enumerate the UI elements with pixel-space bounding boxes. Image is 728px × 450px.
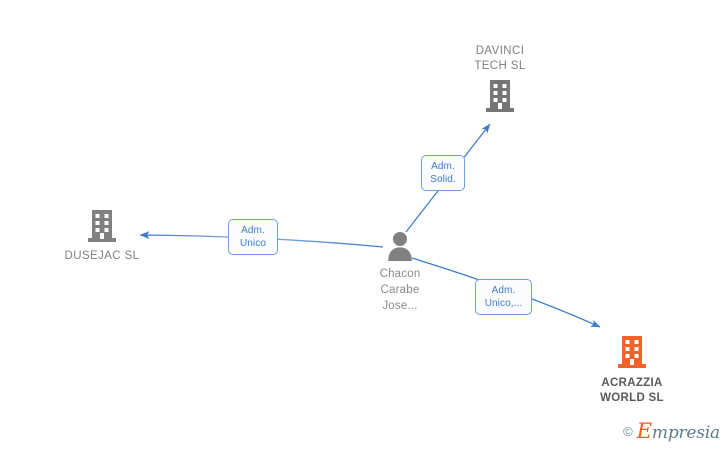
person-icon[interactable]	[387, 231, 413, 261]
edge-label-adm-solid[interactable]: Adm. Solid.	[421, 155, 465, 191]
node-label-dusejac: DUSEJAC SL	[64, 250, 140, 262]
node-acrazzia-world-sl[interactable]: ACRAZZIA WORLD SL	[562, 335, 702, 406]
node-label-davinci: DAVINCI TECH SL	[474, 45, 526, 72]
copyright-icon: ©	[623, 424, 633, 439]
edge-person-dusejac-line	[139, 231, 384, 248]
node-label-person: Chacon Carabe Jose...	[379, 268, 421, 312]
node-label-acrazzia: ACRAZZIA WORLD SL	[600, 377, 664, 404]
brand-initial: E	[636, 419, 652, 443]
node-davinci-tech-sl[interactable]: DAVINCI TECH SL	[430, 44, 570, 113]
empresia-watermark: © Empresia	[623, 421, 720, 442]
node-chacon-carabe-jose[interactable]: Chacon Carabe Jose...	[330, 231, 470, 314]
node-dusejac-sl[interactable]: DUSEJAC SL	[32, 209, 172, 264]
building-icon[interactable]	[617, 335, 647, 369]
building-icon[interactable]	[485, 79, 515, 113]
building-icon[interactable]	[87, 209, 117, 243]
brand-rest: mpresia	[651, 423, 720, 443]
brand-wordmark: Empresia	[637, 421, 720, 442]
edge-label-adm-unico[interactable]: Adm. Unico	[228, 219, 278, 255]
edge-label-adm-unico-mas[interactable]: Adm. Unico,...	[475, 279, 532, 315]
